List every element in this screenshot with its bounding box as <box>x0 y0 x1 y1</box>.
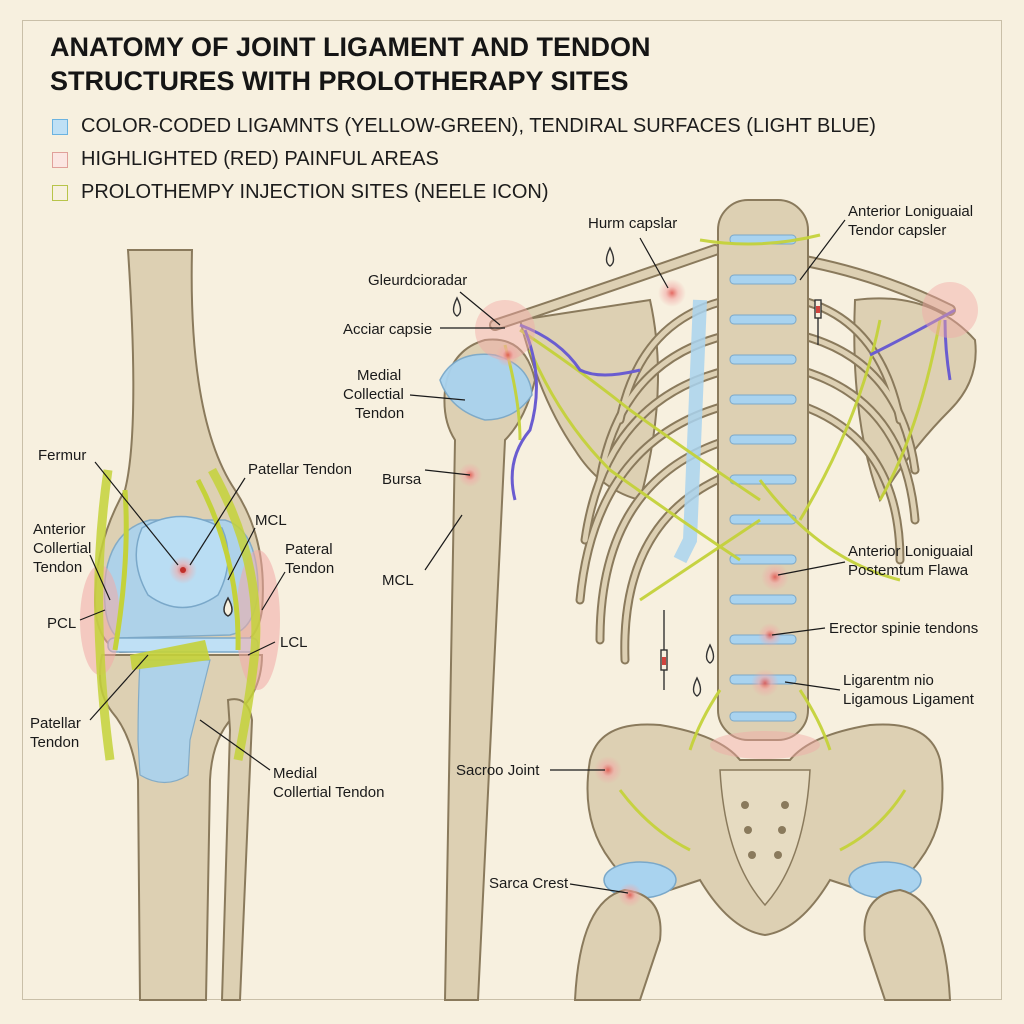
label-ligarentm-1: Ligarentm nio <box>843 672 934 689</box>
knee-joint <box>80 249 280 1001</box>
label-anterior-top-2: Tendor capsler <box>848 222 946 239</box>
label-mcl-knee: MCL <box>255 512 287 529</box>
torso-nerves <box>510 308 956 501</box>
label-patellar-tendon-top: Patellar Tendon <box>248 461 352 478</box>
clavicle-right-fill <box>796 256 954 314</box>
legend-text: HIGHLIGHTED (RED) PAINFUL AREAS <box>81 148 439 170</box>
title-line-1: ANATOMY OF JOINT LIGAMENT AND TENDON <box>50 32 651 62</box>
legend-swatch-green <box>52 184 68 201</box>
sacral-foramina <box>741 801 789 859</box>
legend-swatch-red <box>52 151 68 168</box>
label-anterior-top-1: Anterior Loniguaial <box>848 203 973 220</box>
needle-icons <box>452 246 715 697</box>
legend: COLOR-CODED LIGAMNTS (YELLOW-GREEN), TEN… <box>52 110 876 209</box>
label-medial-bottom-1: Medial <box>273 765 317 782</box>
label-anterior-collertial-3: Tendon <box>33 559 82 576</box>
label-pcl: PCL <box>47 615 76 632</box>
label-anterior-mid-2: Postemtum Flawa <box>848 562 969 579</box>
legend-item-injection: PROLOTHEMPY INJECTION SITES (NEELE ICON) <box>52 176 876 209</box>
label-medial-3: Tendon <box>355 405 404 422</box>
label-patellar-bottom-2: Tendon <box>30 734 79 751</box>
scapula-left <box>518 298 659 502</box>
legend-item-ligaments: COLOR-CODED LIGAMNTS (YELLOW-GREEN), TEN… <box>52 110 876 143</box>
label-anterior-collertial-1: Anterior <box>33 521 86 538</box>
label-hurm-capslar: Hurm capslar <box>588 215 677 232</box>
legend-text: PROLOTHEMPY INJECTION SITES (NEELE ICON) <box>81 181 549 203</box>
label-medial-bottom-2: Collertial Tendon <box>273 784 384 801</box>
legend-text: COLOR-CODED LIGAMNTS (YELLOW-GREEN), TEN… <box>81 115 876 137</box>
torso-painful-areas <box>458 279 978 907</box>
costal-cartilage <box>673 299 707 564</box>
page-border <box>22 20 1002 1000</box>
legend-item-painful: HIGHLIGHTED (RED) PAINFUL AREAS <box>52 143 876 176</box>
page-title: ANATOMY OF JOINT LIGAMENT AND TENDON STR… <box>50 30 651 98</box>
label-anterior-collertial-2: Collertial <box>33 540 91 557</box>
label-lcl: LCL <box>280 634 308 651</box>
label-femur: Fermur <box>38 447 86 464</box>
femur-head-right <box>863 888 952 1001</box>
torso-ligaments <box>503 233 942 852</box>
legend-swatch-blue <box>52 118 68 135</box>
label-erector: Erector spinie tendons <box>829 620 978 637</box>
label-mcl-arm: MCL <box>382 572 414 589</box>
tibia-surface <box>137 659 211 784</box>
label-medial-2: Collectial <box>343 386 404 403</box>
label-bursa: Bursa <box>382 471 422 488</box>
knee-pain-center-dot <box>180 567 186 573</box>
label-acciar-capsie: Acciar capsie <box>343 321 432 338</box>
label-pateral-2: Tendon <box>285 560 334 577</box>
knee-labels: Fermur Patellar Tendon MCL Anterior Coll… <box>30 447 384 801</box>
label-sacroo-joint: Sacroo Joint <box>456 762 540 779</box>
lcl-ligament <box>208 467 261 761</box>
title-line-2: STRUCTURES WITH PROLOTHERAPY SITES <box>50 66 629 96</box>
label-patellar-bottom-1: Patellar <box>30 715 81 732</box>
tendon-left <box>112 489 129 651</box>
clavicle-left-fill <box>491 246 719 329</box>
needle-icon <box>223 596 233 617</box>
label-sarca-crest: Sarca Crest <box>489 875 569 892</box>
torso <box>439 199 978 1001</box>
label-anterior-mid-1: Anterior Loniguaial <box>848 543 973 560</box>
torso-labels: Hurm capslar Anterior Loniguaial Tendor … <box>343 203 978 892</box>
tendon-right <box>195 478 241 651</box>
label-gleurdcioradar: Gleurdcioradar <box>368 272 467 289</box>
patellar-ligament <box>130 640 210 670</box>
syringe-icons <box>660 299 822 690</box>
leader-lines <box>79 219 846 894</box>
mcl-ligament <box>94 469 115 761</box>
label-medial-1: Medial <box>357 367 401 384</box>
femur-head-left <box>573 888 662 1001</box>
label-ligarentm-2: Ligamous Ligament <box>843 691 975 708</box>
humeral-head-surface <box>439 353 533 421</box>
label-pateral-1: Pateral <box>285 541 333 558</box>
spine <box>717 199 809 741</box>
